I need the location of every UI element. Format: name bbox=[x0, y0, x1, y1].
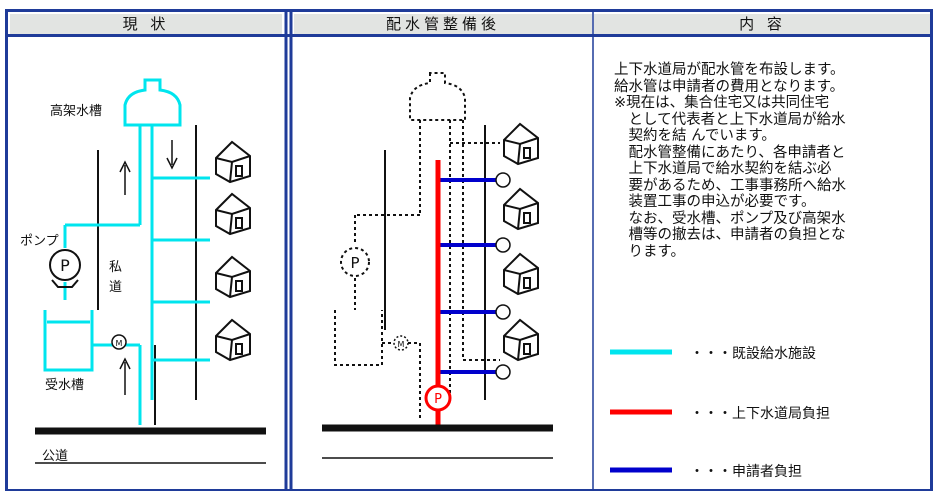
pump-label: ポンプ bbox=[20, 234, 59, 249]
middle-old-pump-letter: P bbox=[350, 254, 359, 272]
receiving-tank-label: 受水槽 bbox=[45, 378, 85, 393]
header-content: 内 容 bbox=[594, 14, 931, 34]
middle-new-pump-symbol bbox=[424, 384, 452, 412]
left-elevated-tank bbox=[123, 78, 182, 127]
middle-old-meter-letter: M bbox=[398, 340, 405, 349]
private-road-label: 私 道 bbox=[109, 260, 123, 295]
left-pump-letter: P bbox=[60, 256, 70, 275]
left-road-edges bbox=[97, 125, 197, 425]
middle-old-meter-symbol bbox=[393, 335, 409, 351]
left-existing-pipes bbox=[63, 125, 210, 425]
middle-houses bbox=[503, 122, 539, 362]
public-road-label: 公道 bbox=[42, 449, 69, 464]
middle-meters bbox=[495, 172, 511, 380]
header-after: 配水管整備後 bbox=[294, 14, 592, 34]
middle-removed-facilities bbox=[334, 72, 500, 420]
middle-applicant-pipes bbox=[438, 178, 497, 374]
left-meter-letter: M bbox=[116, 339, 123, 348]
legend-city-label: ・・・上下水道局負担 bbox=[690, 406, 830, 422]
description-text: 上下水道局が配水管を布設します。 給水管は申請者の費用となります。 ※現在は、集… bbox=[614, 62, 846, 260]
left-houses bbox=[215, 140, 251, 362]
middle-new-pump-letter: P bbox=[434, 392, 442, 407]
left-flow-arrows bbox=[119, 140, 178, 395]
left-pump-symbol bbox=[49, 249, 81, 288]
header-current: 現 状 bbox=[10, 14, 282, 34]
left-meter-symbol bbox=[111, 334, 127, 350]
legend-applicant-label: ・・・申請者負担 bbox=[690, 464, 802, 480]
middle-old-pump-symbol bbox=[340, 247, 370, 277]
elevated-tank-label: 高架水槽 bbox=[50, 104, 103, 119]
middle-road-edges bbox=[384, 125, 486, 400]
left-receiving-tank bbox=[43, 310, 94, 372]
legend-existing-label: ・・・既設給水施設 bbox=[690, 346, 816, 362]
